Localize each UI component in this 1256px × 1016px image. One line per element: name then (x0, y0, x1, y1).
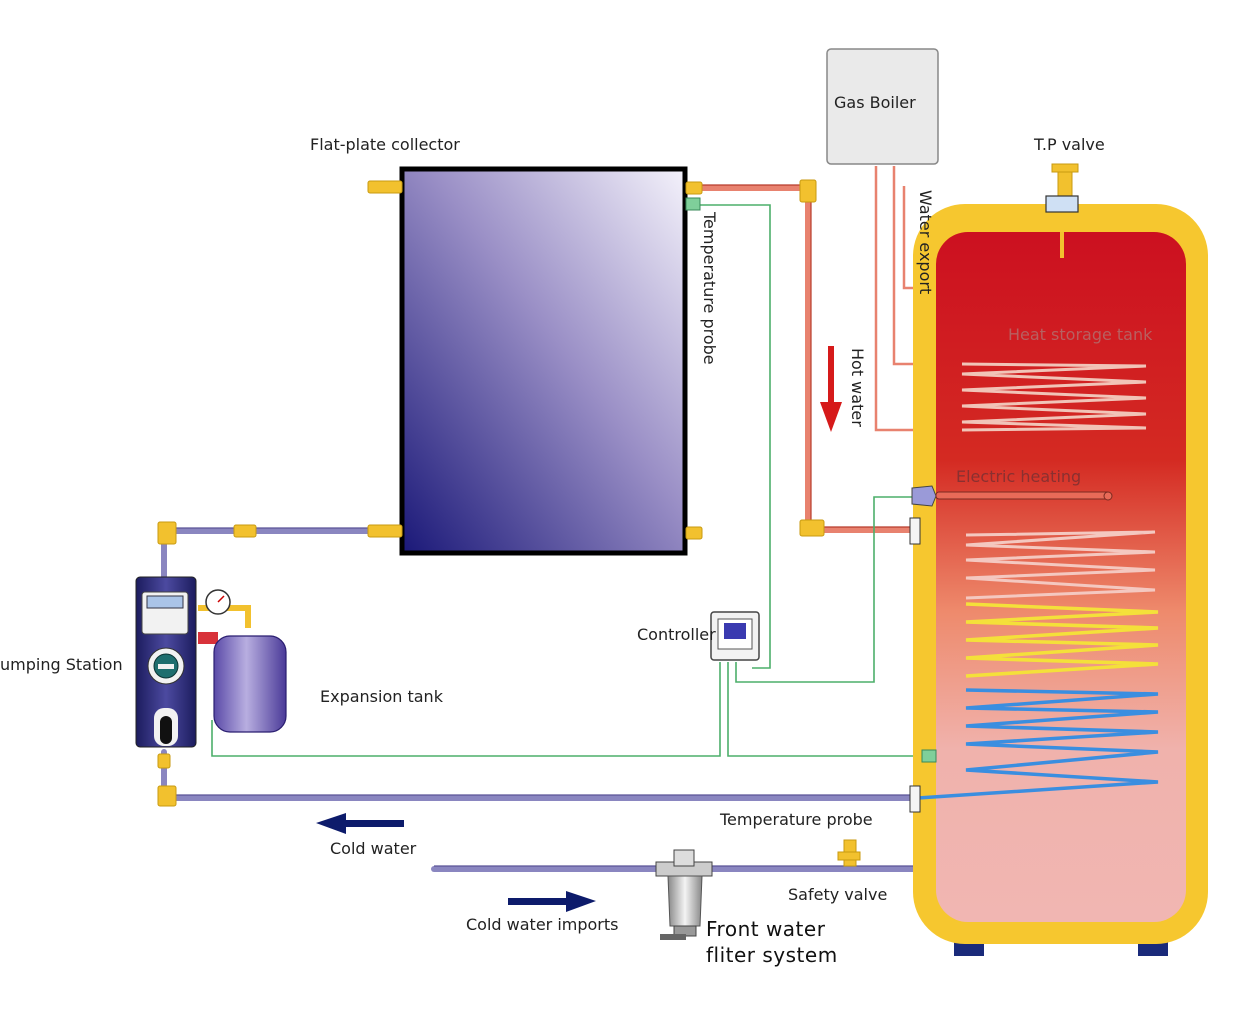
solar-coil-cold (917, 688, 1159, 800)
label-controller: Controller (637, 625, 716, 644)
electric-heater (911, 485, 1113, 507)
label-front-water-line1: Front water (706, 917, 826, 941)
safety-valve (837, 839, 861, 867)
tp-valve (1045, 163, 1079, 258)
controller-unit (710, 611, 760, 661)
hot-water-arrow (820, 346, 842, 432)
tank-probe-upper (909, 517, 921, 545)
solar-coil-warm (965, 602, 1159, 678)
label-heat-storage-tank: Heat storage tank (1008, 325, 1153, 344)
label-front-water-line2: fliter system (706, 943, 838, 967)
collector-fittings (157, 179, 825, 807)
label-hot-water: Hot water (848, 348, 867, 427)
label-temperature-probe-top: Temperature probe (700, 211, 719, 365)
label-cold-water-imports: Cold water imports (466, 915, 618, 934)
cold-water-imports-arrow (508, 891, 596, 912)
label-temperature-probe-bottom: Temperature probe (719, 810, 873, 829)
tank-probe-lower (909, 785, 921, 813)
pressure-gauge (198, 589, 251, 644)
pumping-station-unit (135, 576, 197, 748)
hot-pipes (686, 185, 912, 533)
label-flat-plate-collector: Flat-plate collector (310, 135, 460, 154)
collector-probe-fitting (685, 197, 701, 211)
label-pumping-station: umping Station (0, 655, 123, 674)
cold-water-arrow (316, 813, 404, 834)
label-electric-heating: Electric heating (956, 467, 1081, 486)
label-tp-valve: T.P valve (1033, 135, 1105, 154)
tank-sensor-fitting (921, 749, 937, 763)
front-water-filter (655, 849, 713, 940)
sensor-wires (211, 204, 936, 757)
label-cold-water: Cold water (330, 839, 417, 858)
label-water-export: Water export (916, 190, 935, 294)
label-safety-valve: Safety valve (788, 885, 887, 904)
pump-to-tank-pipe (161, 749, 915, 801)
label-gas-boiler: Gas Boiler (834, 93, 916, 112)
solar-coil-hot (965, 530, 1156, 600)
expansion-tank-vessel (213, 635, 287, 733)
boiler-coil (961, 362, 1147, 432)
flat-plate-collector-panel (399, 166, 688, 556)
gas-boiler-box (826, 48, 939, 165)
collector-return-pipe (161, 528, 403, 581)
label-expansion-tank: Expansion tank (320, 687, 444, 706)
collector-flow-pipe (686, 185, 912, 533)
